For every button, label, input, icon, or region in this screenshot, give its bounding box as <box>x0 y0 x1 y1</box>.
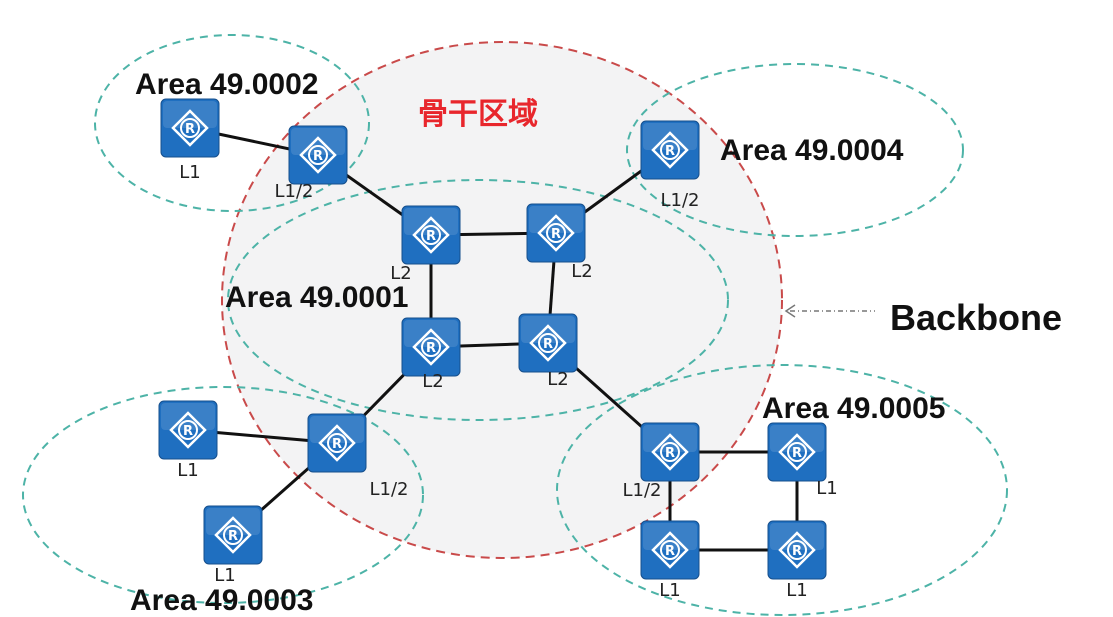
router-icon: R <box>203 505 263 565</box>
router-level-label: L1/2 <box>661 190 700 211</box>
router-level-label: L2 <box>571 261 592 282</box>
svg-text:R: R <box>665 544 675 559</box>
router-r4a[interactable]: R L1/2 <box>640 120 700 211</box>
router-icon: R <box>401 205 461 265</box>
router-level-label: L1 <box>214 565 235 586</box>
area-ring-49-0004 <box>626 63 964 237</box>
router-icon: R <box>640 520 700 580</box>
svg-text:R: R <box>792 544 802 559</box>
router-level-label: L1 <box>786 580 807 601</box>
svg-text:R: R <box>185 122 195 137</box>
area-ring-49-0005 <box>556 364 1008 616</box>
svg-text:R: R <box>551 227 561 242</box>
router-r5d[interactable]: R L1 <box>767 520 827 601</box>
router-icon: R <box>767 422 827 482</box>
router-r1c[interactable]: R L2 <box>401 317 461 392</box>
svg-text:R: R <box>543 337 553 352</box>
svg-text:R: R <box>426 341 436 356</box>
area-label-49-0004: Area 49.0004 <box>720 134 904 167</box>
backbone-pointer-arrowhead <box>784 304 796 318</box>
router-r2b[interactable]: R L1/2 <box>275 125 348 202</box>
svg-text:R: R <box>228 529 238 544</box>
svg-text:R: R <box>792 446 802 461</box>
router-level-label: L1/2 <box>623 480 662 501</box>
router-level-label: L2 <box>547 369 568 390</box>
area-label-49-0002: Area 49.0002 <box>135 68 319 101</box>
router-level-label: L1 <box>659 580 680 601</box>
router-icon: R <box>640 120 700 180</box>
backbone-title-cn: 骨干区域 <box>418 97 538 132</box>
area-label-49-0005: Area 49.0005 <box>762 392 946 425</box>
router-r3a[interactable]: R L1 <box>158 400 218 481</box>
area-label-49-0001: Area 49.0001 <box>225 281 409 314</box>
svg-text:R: R <box>665 144 675 159</box>
svg-text:R: R <box>665 446 675 461</box>
router-icon: R <box>401 317 461 377</box>
router-icon: R <box>526 203 586 263</box>
area-ring-49-0001 <box>227 179 729 421</box>
router-icon: R <box>307 413 367 473</box>
router-r1b[interactable]: R L2 <box>526 203 593 282</box>
backbone-label: Backbone <box>890 297 1062 338</box>
router-icon: R <box>158 400 218 460</box>
router-r2a[interactable]: R L1 <box>160 98 220 183</box>
router-level-label: L2 <box>422 371 443 392</box>
router-r3c[interactable]: R L1 <box>203 505 263 586</box>
router-icon: R <box>288 125 348 185</box>
router-r3b[interactable]: R L1/2 <box>307 413 409 500</box>
router-icon: R <box>767 520 827 580</box>
area-label-49-0003: Area 49.0003 <box>130 584 314 617</box>
svg-text:R: R <box>426 229 436 244</box>
router-icon: R <box>640 422 700 482</box>
router-r5c[interactable]: R L1 <box>640 520 700 601</box>
router-level-label: L1 <box>816 478 837 499</box>
router-level-label: L1/2 <box>370 479 409 500</box>
router-r5b[interactable]: R L1 <box>767 422 838 499</box>
router-r5a[interactable]: R L1/2 <box>623 422 700 501</box>
router-r1a[interactable]: R L2 <box>390 205 461 284</box>
router-level-label: L1/2 <box>275 181 314 202</box>
router-icon: R <box>518 313 578 373</box>
svg-text:R: R <box>183 424 193 439</box>
router-r1d[interactable]: R L2 <box>518 313 578 390</box>
router-level-label: L1 <box>179 162 200 183</box>
area-ring-49-0002 <box>94 34 370 212</box>
area-ring-49-0003 <box>22 386 424 604</box>
svg-text:R: R <box>313 149 323 164</box>
router-level-label: L2 <box>390 263 411 284</box>
router-level-label: L1 <box>177 460 198 481</box>
svg-text:R: R <box>332 437 342 452</box>
router-icon: R <box>160 98 220 158</box>
